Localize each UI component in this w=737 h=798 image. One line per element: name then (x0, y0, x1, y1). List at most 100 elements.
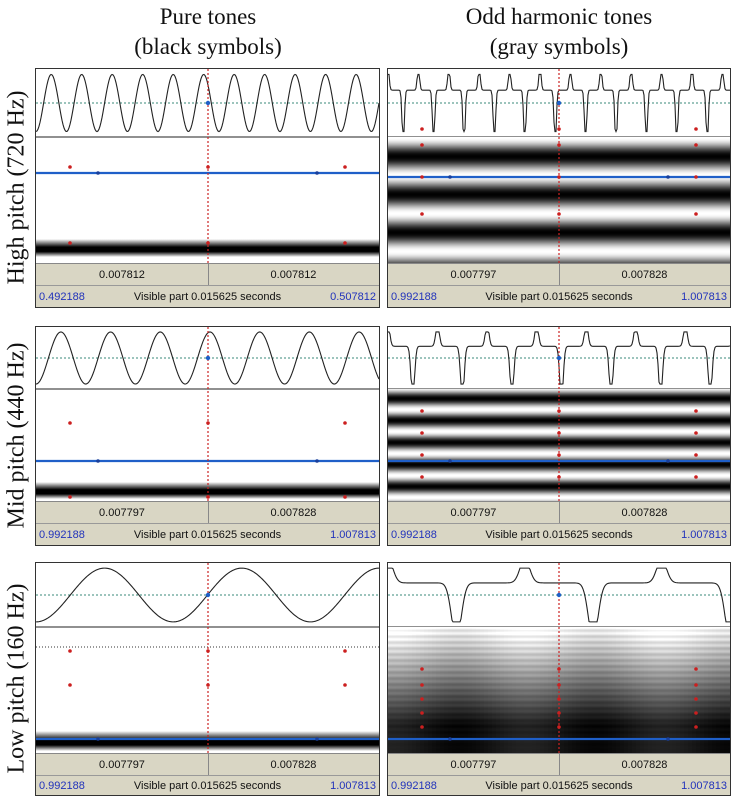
spectrogram-band (36, 239, 379, 257)
column-title-line2: (gray symbols) (489, 34, 629, 59)
end-time[interactable]: 1.007813 (330, 779, 376, 792)
spectrogram-band (36, 482, 379, 499)
pitch-marker (666, 175, 670, 179)
formant-dot (420, 697, 424, 701)
pitch-marker (448, 737, 452, 741)
formant-dot (420, 143, 424, 147)
formant-dot (694, 683, 698, 687)
visible-part-label: Visible part 0.015625 seconds (485, 779, 633, 792)
formant-dot (694, 431, 698, 435)
right-duration[interactable]: 0.007828 (621, 269, 668, 281)
formant-dot (694, 127, 698, 131)
selection-duration-bar: 0.007812 0.007812 (36, 263, 379, 286)
right-duration[interactable]: 0.007828 (270, 759, 317, 771)
pitch-marker (448, 175, 452, 179)
right-duration[interactable]: 0.007828 (621, 759, 668, 771)
spectrogram-harmonic-gradient (388, 627, 730, 753)
row-label-low-pitch: Low pitch (160 Hz) (3, 583, 30, 773)
start-time[interactable]: 0.992188 (39, 779, 85, 792)
formant-dot (68, 165, 72, 169)
pitch-marker (96, 459, 100, 463)
formant-dot (68, 241, 72, 245)
start-time[interactable]: 0.992188 (39, 528, 85, 541)
duration-divider (559, 264, 560, 286)
formant-dot (420, 127, 424, 131)
formant-dot (420, 711, 424, 715)
start-time[interactable]: 0.992188 (391, 528, 437, 541)
spectrogram-harmonic-bands (388, 137, 730, 263)
left-duration[interactable]: 0.007797 (450, 269, 497, 281)
formant-dot (420, 175, 424, 179)
pitch-marker (96, 171, 100, 175)
cursor-marker (205, 592, 211, 598)
formant-dot (694, 711, 698, 715)
duration-divider (559, 754, 560, 776)
left-duration[interactable]: 0.007797 (99, 507, 145, 519)
column-title-pure-tones: Pure tones (black symbols) (58, 2, 358, 62)
duration-divider (208, 502, 209, 524)
column-title-odd-harmonic-tones: Odd harmonic tones (gray symbols) (409, 2, 709, 62)
cursor-marker (205, 355, 211, 361)
formant-dot (343, 683, 347, 687)
end-time[interactable]: 1.007813 (330, 528, 376, 541)
column-title-line2: (black symbols) (134, 34, 282, 59)
row-label-high-pitch: High pitch (720 Hz) (3, 90, 30, 284)
duration-divider (208, 754, 209, 776)
formant-dot (694, 453, 698, 457)
visible-part-bar: Visible part 0.015625 seconds 0.992188 1.0… (36, 775, 379, 795)
visible-part-bar: Visible part 0.015625 seconds 0.992188 1.0… (388, 285, 730, 307)
formant-dot (420, 431, 424, 435)
start-time[interactable]: 0.992188 (391, 290, 437, 303)
selection-duration-bar: 0.007797 0.007828 (388, 501, 730, 524)
end-time[interactable]: 1.007813 (681, 779, 727, 792)
visible-part-label: Visible part 0.015625 seconds (133, 779, 282, 792)
spectrogram-graphic (36, 69, 379, 263)
formant-dot (420, 667, 424, 671)
row-label-mid-pitch: Mid pitch (440 Hz) (3, 342, 30, 528)
pitch-marker (666, 459, 670, 463)
pitch-marker (666, 737, 670, 741)
right-duration[interactable]: 0.007828 (621, 507, 668, 519)
column-title-line1: Pure tones (159, 4, 257, 29)
waveform-trace (388, 567, 730, 623)
left-duration[interactable]: 0.007812 (99, 269, 145, 281)
formant-dot (68, 649, 72, 653)
cursor-marker (556, 592, 562, 598)
formant-dot (343, 649, 347, 653)
cursor-marker (205, 100, 211, 106)
end-time[interactable]: 1.007813 (681, 290, 727, 303)
end-time[interactable]: 0.507812 (330, 290, 376, 303)
formant-dot (420, 683, 424, 687)
formant-dot (420, 212, 424, 216)
formant-dot (694, 409, 698, 413)
formant-dot (68, 683, 72, 687)
visible-part-label: Visible part 0.015625 seconds (485, 290, 633, 303)
column-title-line1: Odd harmonic tones (465, 4, 653, 29)
formant-dot (694, 212, 698, 216)
left-duration[interactable]: 0.007797 (450, 759, 497, 771)
left-duration[interactable]: 0.007797 (99, 759, 145, 771)
formant-dot (694, 175, 698, 179)
left-duration[interactable]: 0.007797 (450, 507, 497, 519)
pitch-marker (315, 737, 319, 741)
start-time[interactable]: 0.492188 (39, 290, 85, 303)
duration-divider (559, 502, 560, 524)
waveform-trace (388, 331, 730, 385)
selection-duration-bar: 0.007797 0.007828 (388, 263, 730, 286)
right-duration[interactable]: 0.007812 (270, 269, 317, 281)
formant-dot (343, 421, 347, 425)
formant-dot (420, 409, 424, 413)
start-time[interactable]: 0.992188 (391, 779, 437, 792)
formant-dot (694, 667, 698, 671)
formant-dot (206, 165, 210, 169)
right-duration[interactable]: 0.007828 (270, 507, 317, 519)
formant-dot (420, 453, 424, 457)
end-time[interactable]: 1.007813 (681, 528, 727, 541)
